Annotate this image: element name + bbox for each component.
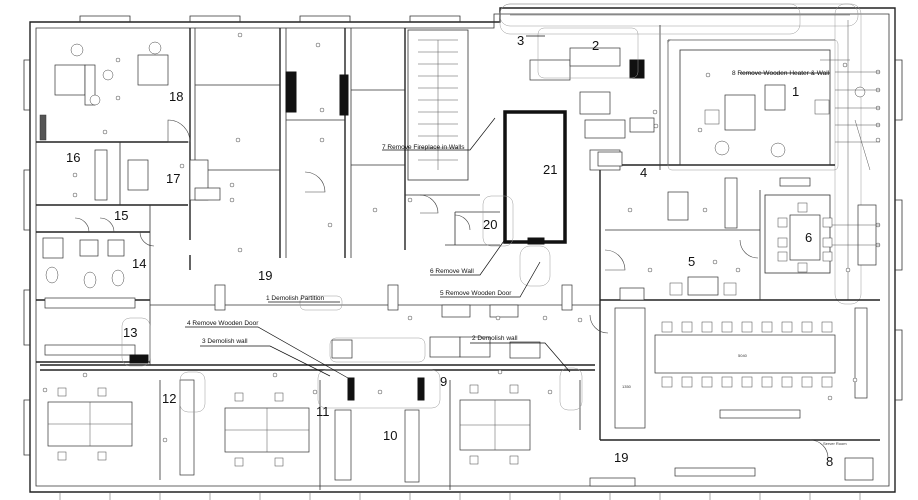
room-number-1: 1 [792, 84, 799, 99]
room-number-2: 2 [592, 38, 599, 53]
room-number-19-lower: 19 [614, 450, 628, 465]
room-number-17: 17 [166, 171, 180, 186]
room-number-21: 21 [543, 162, 557, 177]
server-room-label: Server Room [823, 441, 847, 446]
cabinet-dimension: 1350 [622, 384, 632, 389]
wiring-lines [820, 59, 880, 246]
top-right-perimeter-hedge [499, 3, 862, 305]
room-number-8: 8 [826, 454, 833, 469]
furniture [39, 41, 877, 487]
electrical-symbols [42, 32, 881, 443]
room-number-13: 13 [123, 325, 137, 340]
doors [74, 119, 829, 459]
note-demolish-wall-3: 3 Demolish wall [202, 338, 248, 345]
room-number-3: 3 [517, 33, 524, 48]
note-remove-wooden-door-5: 5 Remove Wooden Door [440, 290, 512, 297]
room-number-6: 6 [805, 230, 812, 245]
room-number-19-corridor: 19 [258, 268, 272, 283]
note-demolish-wall-2: 2 Demolish wall [472, 335, 518, 342]
note-demolish-partition: 1 Demolish Partition [266, 295, 325, 302]
room-number-16: 16 [66, 150, 80, 165]
room-number-10: 10 [383, 428, 397, 443]
note-remove-wall-6: 6 Remove Wall [430, 268, 474, 275]
room-number-5: 5 [688, 254, 695, 269]
room-number-9: 9 [440, 374, 447, 389]
note-remove-wooden-door-4: 4 Remove Wooden Door [187, 320, 259, 327]
room-number-11: 11 [316, 404, 330, 419]
room-number-4: 4 [640, 165, 647, 180]
room-numbers: 1 2 3 4 5 6 8 9 10 11 12 13 14 15 16 17 … [66, 33, 833, 469]
demolition-notes: 1 Demolish Partition 2 Demolish wall 3 D… [187, 70, 830, 345]
note-remove-heater-8: 8 Remove Wooden Heater & Wall [732, 70, 830, 77]
room-number-18: 18 [169, 89, 183, 104]
room-number-15: 15 [114, 208, 128, 223]
note-leaders [185, 35, 830, 379]
room-number-20: 20 [483, 217, 497, 232]
room-number-14: 14 [132, 256, 146, 271]
room-number-12: 12 [162, 391, 176, 406]
table-dimension: 5040 [738, 353, 748, 358]
note-remove-fireplace-7: 7 Remove Fireplace in Walls [382, 144, 465, 151]
removal-markers [121, 3, 839, 413]
boardroom-chairs [661, 321, 833, 388]
